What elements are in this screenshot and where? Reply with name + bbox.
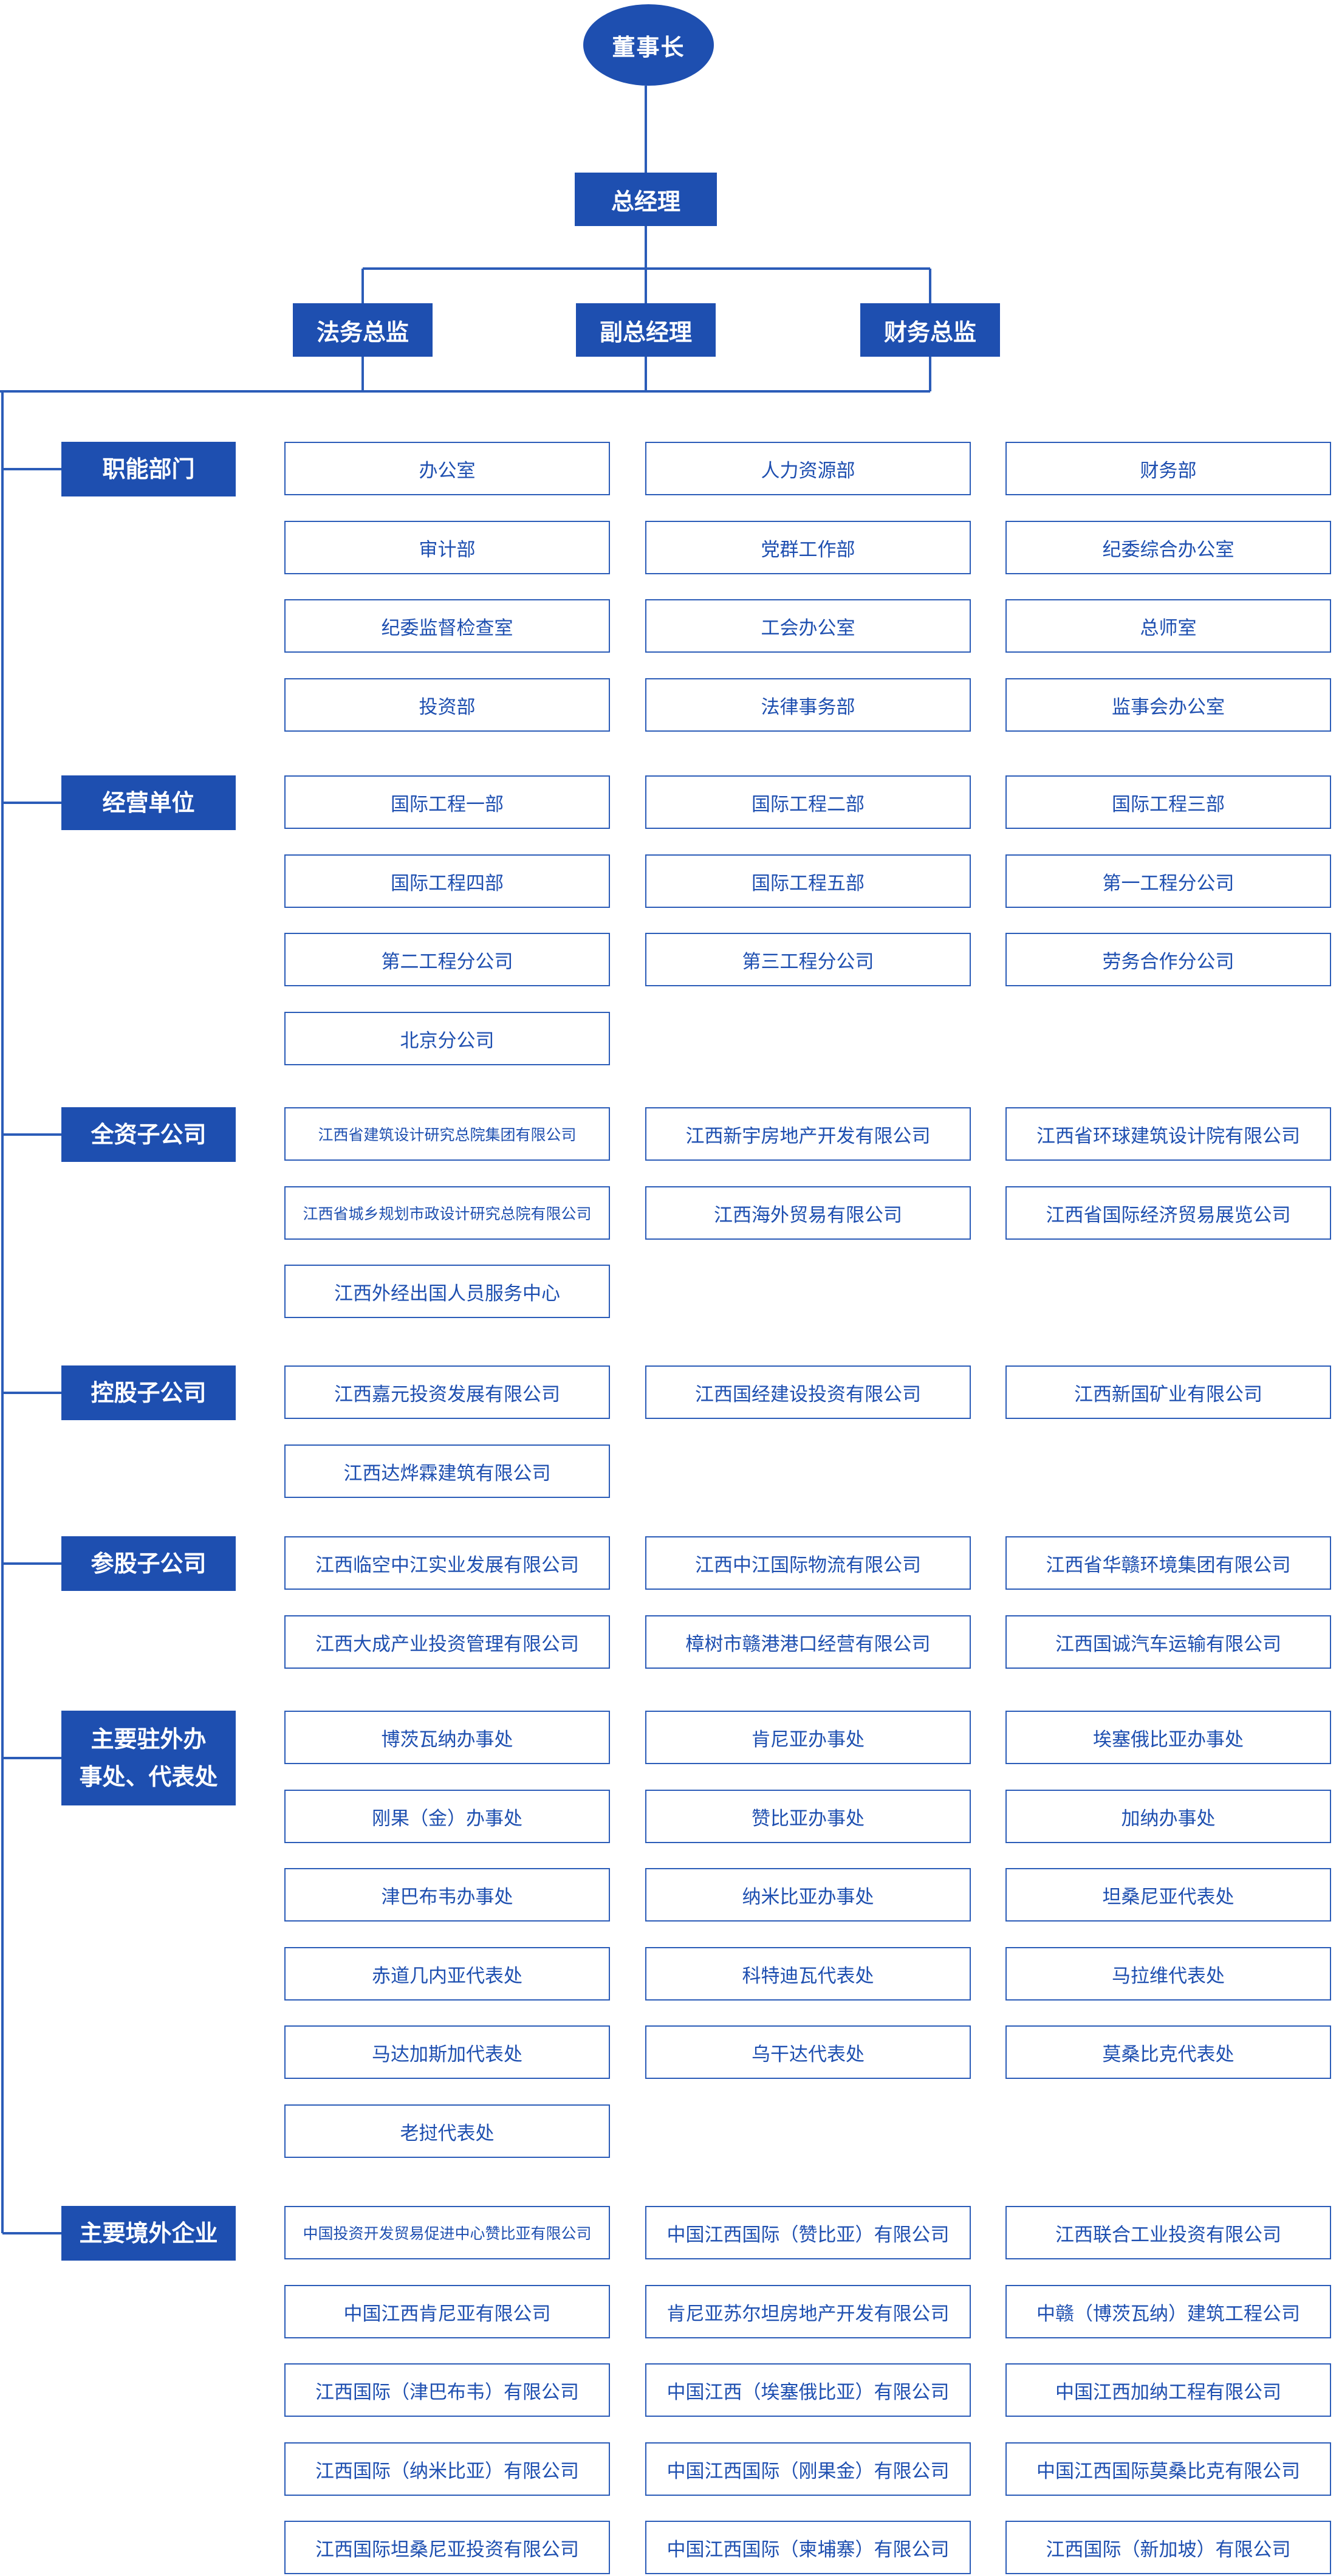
unit-box: 江西国际（新加坡）有限公司: [1005, 2521, 1331, 2574]
finance-director-node: 财务总监: [860, 303, 1000, 357]
unit-box: 中国江西国际莫桑比克有限公司: [1005, 2442, 1331, 2496]
category-label: 经营单位: [61, 775, 236, 830]
unit-box: 江西国际坦桑尼亚投资有限公司: [284, 2521, 610, 2574]
unit-box: 江西嘉元投资发展有限公司: [284, 1365, 610, 1419]
unit-box: 国际工程五部: [645, 854, 971, 908]
unit-box: 肯尼亚办事处: [645, 1711, 971, 1764]
unit-box: 肯尼亚苏尔坦房地产开发有限公司: [645, 2285, 971, 2338]
unit-box: 国际工程二部: [645, 775, 971, 829]
category-label: 全资子公司: [61, 1107, 236, 1162]
unit-box: 江西海外贸易有限公司: [645, 1186, 971, 1240]
unit-box: 中国江西国际（柬埔寨）有限公司: [645, 2521, 971, 2574]
unit-box: 北京分公司: [284, 1012, 610, 1065]
unit-box: 党群工作部: [645, 521, 971, 574]
unit-box: 中国江西国际（刚果金）有限公司: [645, 2442, 971, 2496]
unit-box: 中国投资开发贸易促进中心赞比亚有限公司: [284, 2206, 610, 2259]
deputy-general-manager-node: 副总经理: [576, 303, 716, 357]
unit-box: 樟树市赣港港口经营有限公司: [645, 1615, 971, 1669]
unit-box: 中国江西国际（赞比亚）有限公司: [645, 2206, 971, 2259]
unit-box: 审计部: [284, 521, 610, 574]
unit-box: 江西省环球建筑设计院有限公司: [1005, 1107, 1331, 1161]
unit-box: 莫桑比克代表处: [1005, 2025, 1331, 2079]
unit-box: 国际工程四部: [284, 854, 610, 908]
category-label: 主要境外企业: [61, 2206, 236, 2261]
unit-box: 人力资源部: [645, 442, 971, 495]
unit-box: 赤道几内亚代表处: [284, 1947, 610, 2001]
unit-box: 马拉维代表处: [1005, 1947, 1331, 2001]
unit-box: 乌干达代表处: [645, 2025, 971, 2079]
category-label: 职能部门: [61, 442, 236, 496]
category-label: 控股子公司: [61, 1365, 236, 1420]
unit-box: 江西省国际经济贸易展览公司: [1005, 1186, 1331, 1240]
unit-box: 纪委综合办公室: [1005, 521, 1331, 574]
unit-box: 江西新宇房地产开发有限公司: [645, 1107, 971, 1161]
unit-box: 国际工程三部: [1005, 775, 1331, 829]
unit-box: 赞比亚办事处: [645, 1790, 971, 1843]
unit-box: 坦桑尼亚代表处: [1005, 1868, 1331, 1922]
unit-box: 第二工程分公司: [284, 933, 610, 986]
unit-box: 江西达烨霖建筑有限公司: [284, 1444, 610, 1498]
unit-box: 江西省城乡规划市政设计研究总院有限公司: [284, 1186, 610, 1240]
unit-box: 江西国经建设投资有限公司: [645, 1365, 971, 1419]
unit-box: 江西中江国际物流有限公司: [645, 1536, 971, 1590]
unit-box: 刚果（金）办事处: [284, 1790, 610, 1843]
unit-box: 中赣（博茨瓦纳）建筑工程公司: [1005, 2285, 1331, 2338]
category-label-text: 控股子公司: [91, 1379, 207, 1406]
unit-box: 国际工程一部: [284, 775, 610, 829]
unit-box: 老挝代表处: [284, 2104, 610, 2158]
general-manager-node: 总经理: [575, 173, 717, 226]
unit-box: 中国江西（埃塞俄比亚）有限公司: [645, 2363, 971, 2417]
unit-box: 江西新国矿业有限公司: [1005, 1365, 1331, 1419]
unit-box: 第一工程分公司: [1005, 854, 1331, 908]
unit-box: 津巴布韦办事处: [284, 1868, 610, 1922]
unit-box: 马达加斯加代表处: [284, 2025, 610, 2079]
unit-box: 总师室: [1005, 599, 1331, 653]
unit-box: 江西省华赣环境集团有限公司: [1005, 1536, 1331, 1590]
unit-box: 江西外经出国人员服务中心: [284, 1265, 610, 1318]
category-label-text: 经营单位: [102, 789, 195, 816]
unit-box: 纳米比亚办事处: [645, 1868, 971, 1922]
category-label-text: 职能部门: [102, 456, 195, 483]
legal-director-node: 法务总监: [293, 303, 433, 357]
unit-box: 科特迪瓦代表处: [645, 1947, 971, 2001]
category-label-text: 全资子公司: [91, 1121, 207, 1148]
unit-box: 中国江西肯尼亚有限公司: [284, 2285, 610, 2338]
unit-box: 中国江西加纳工程有限公司: [1005, 2363, 1331, 2417]
unit-box: 投资部: [284, 678, 610, 732]
chairman-node: 董事长: [583, 4, 714, 86]
category-label-text: 主要境外企业: [79, 2220, 218, 2247]
category-label: 参股子公司: [61, 1536, 236, 1591]
unit-box: 财务部: [1005, 442, 1331, 495]
unit-box: 江西省建筑设计研究总院集团有限公司: [284, 1107, 610, 1161]
unit-box: 江西联合工业投资有限公司: [1005, 2206, 1331, 2259]
unit-box: 工会办公室: [645, 599, 971, 653]
unit-box: 埃塞俄比亚办事处: [1005, 1711, 1331, 1764]
unit-box: 劳务合作分公司: [1005, 933, 1331, 986]
unit-box: 法律事务部: [645, 678, 971, 732]
unit-box: 加纳办事处: [1005, 1790, 1331, 1843]
unit-box: 江西大成产业投资管理有限公司: [284, 1615, 610, 1669]
unit-box: 第三工程分公司: [645, 933, 971, 986]
category-label: 主要驻外办 事处、代表处: [61, 1711, 236, 1805]
unit-box: 博茨瓦纳办事处: [284, 1711, 610, 1764]
unit-box: 江西临空中江实业发展有限公司: [284, 1536, 610, 1590]
unit-box: 监事会办公室: [1005, 678, 1331, 732]
category-label-text: 参股子公司: [91, 1550, 207, 1577]
unit-box: 江西国际（津巴布韦）有限公司: [284, 2363, 610, 2417]
unit-box: 纪委监督检查室: [284, 599, 610, 653]
category-label-text: 主要驻外办 事处、代表处: [79, 1726, 218, 1790]
unit-box: 江西国诚汽车运输有限公司: [1005, 1615, 1331, 1669]
unit-box: 江西国际（纳米比亚）有限公司: [284, 2442, 610, 2496]
unit-box: 办公室: [284, 442, 610, 495]
